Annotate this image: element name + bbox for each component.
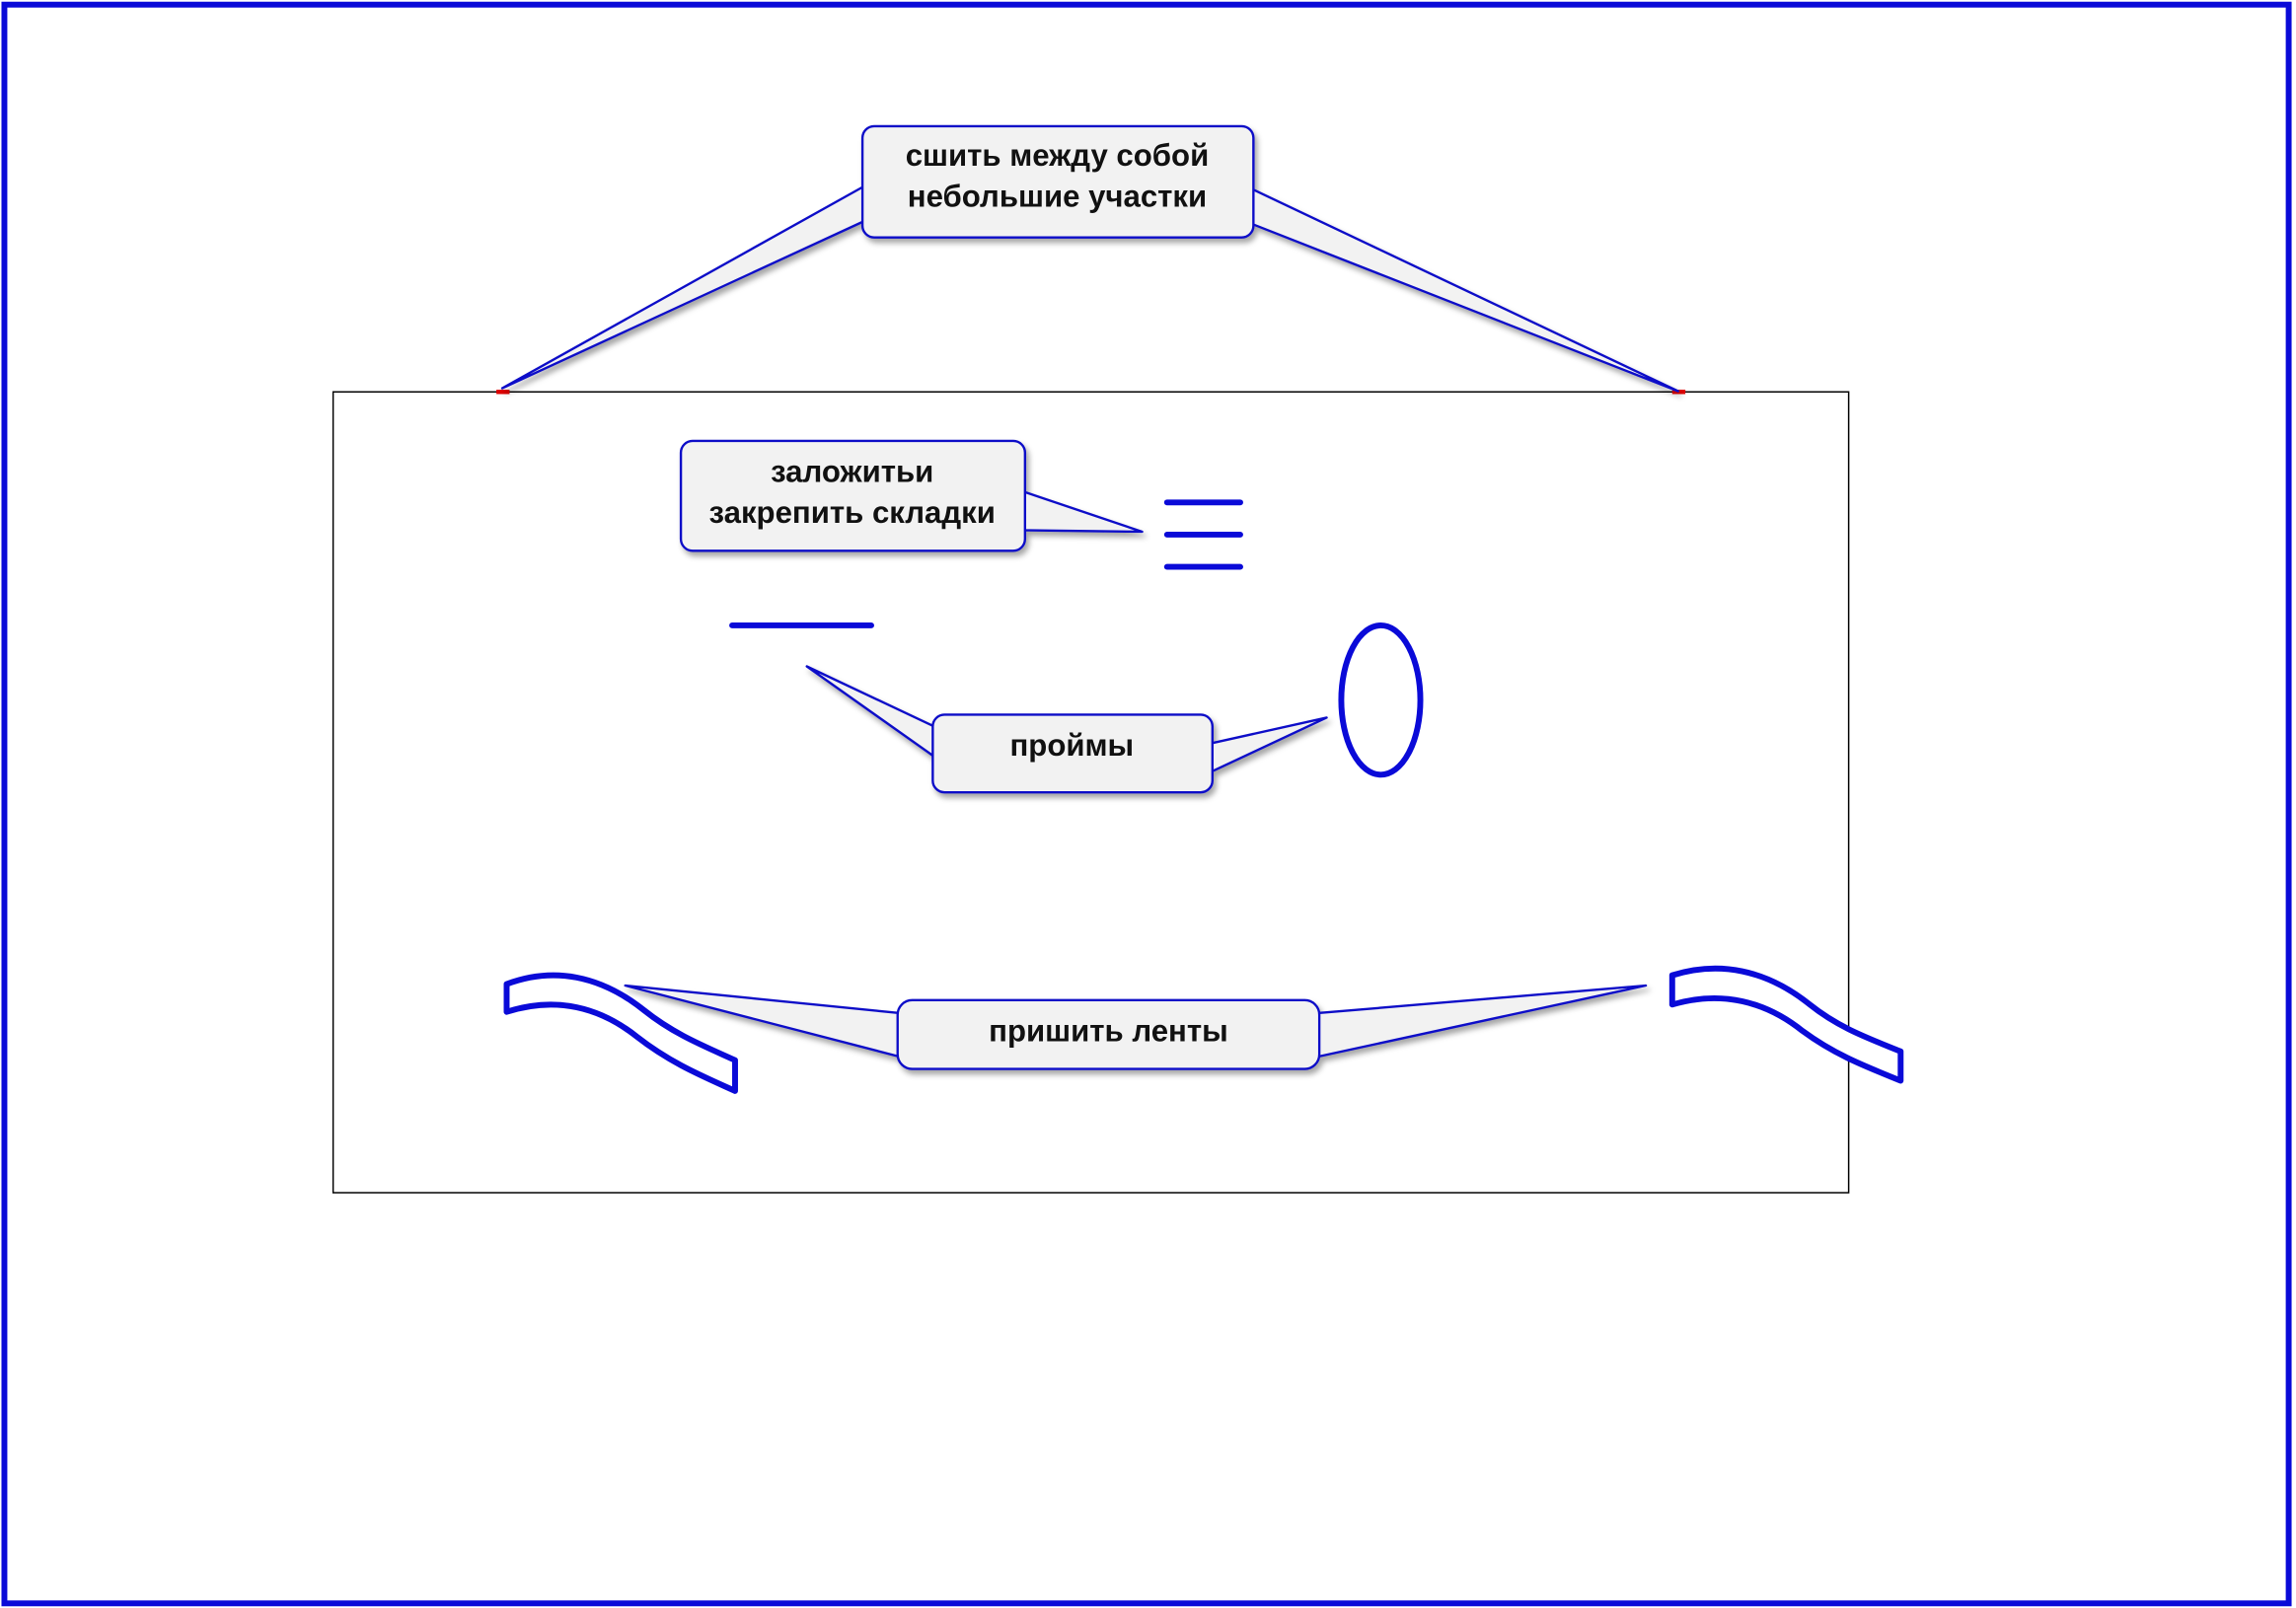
ribbon-left (503, 972, 738, 1094)
callout-armholes (805, 665, 1328, 794)
callout-sew-ribbons (624, 984, 1648, 1070)
callout-text-line2: небольшие участки (908, 180, 1207, 214)
callout-text-line1: сшить между собой (906, 138, 1210, 173)
callout-pointer-right (1207, 716, 1328, 775)
callout-pointer-left (805, 665, 938, 761)
callout-text: пришить ленты (989, 1013, 1228, 1048)
armhole-oval (1338, 621, 1424, 778)
callout-pointer-left (500, 183, 868, 390)
svg-text:заложитьи: заложитьи (771, 455, 933, 489)
svg-text:небольшие участки: небольшие участки (908, 180, 1207, 214)
callout-text: проймы (1009, 728, 1134, 763)
svg-text:закрепить складки: закрепить складки (709, 495, 996, 530)
callout-pointer (1019, 489, 1144, 534)
svg-text:проймы: проймы (1009, 728, 1134, 763)
fabric-outline (332, 391, 1850, 1194)
callout-text-line1: заложитьи (771, 455, 933, 489)
callout-text-line2: закрепить складки (709, 495, 996, 530)
callout-fold-pleats (679, 439, 1144, 552)
svg-text:сшить между собой: сшить между собой (906, 138, 1210, 173)
callout-pointer-right (1313, 984, 1648, 1059)
ribbon-right (1668, 965, 1904, 1084)
callout-pointer-right (1247, 186, 1679, 393)
callout-sew-sections (500, 124, 1679, 393)
svg-text:пришить ленты: пришить ленты (989, 1013, 1228, 1048)
